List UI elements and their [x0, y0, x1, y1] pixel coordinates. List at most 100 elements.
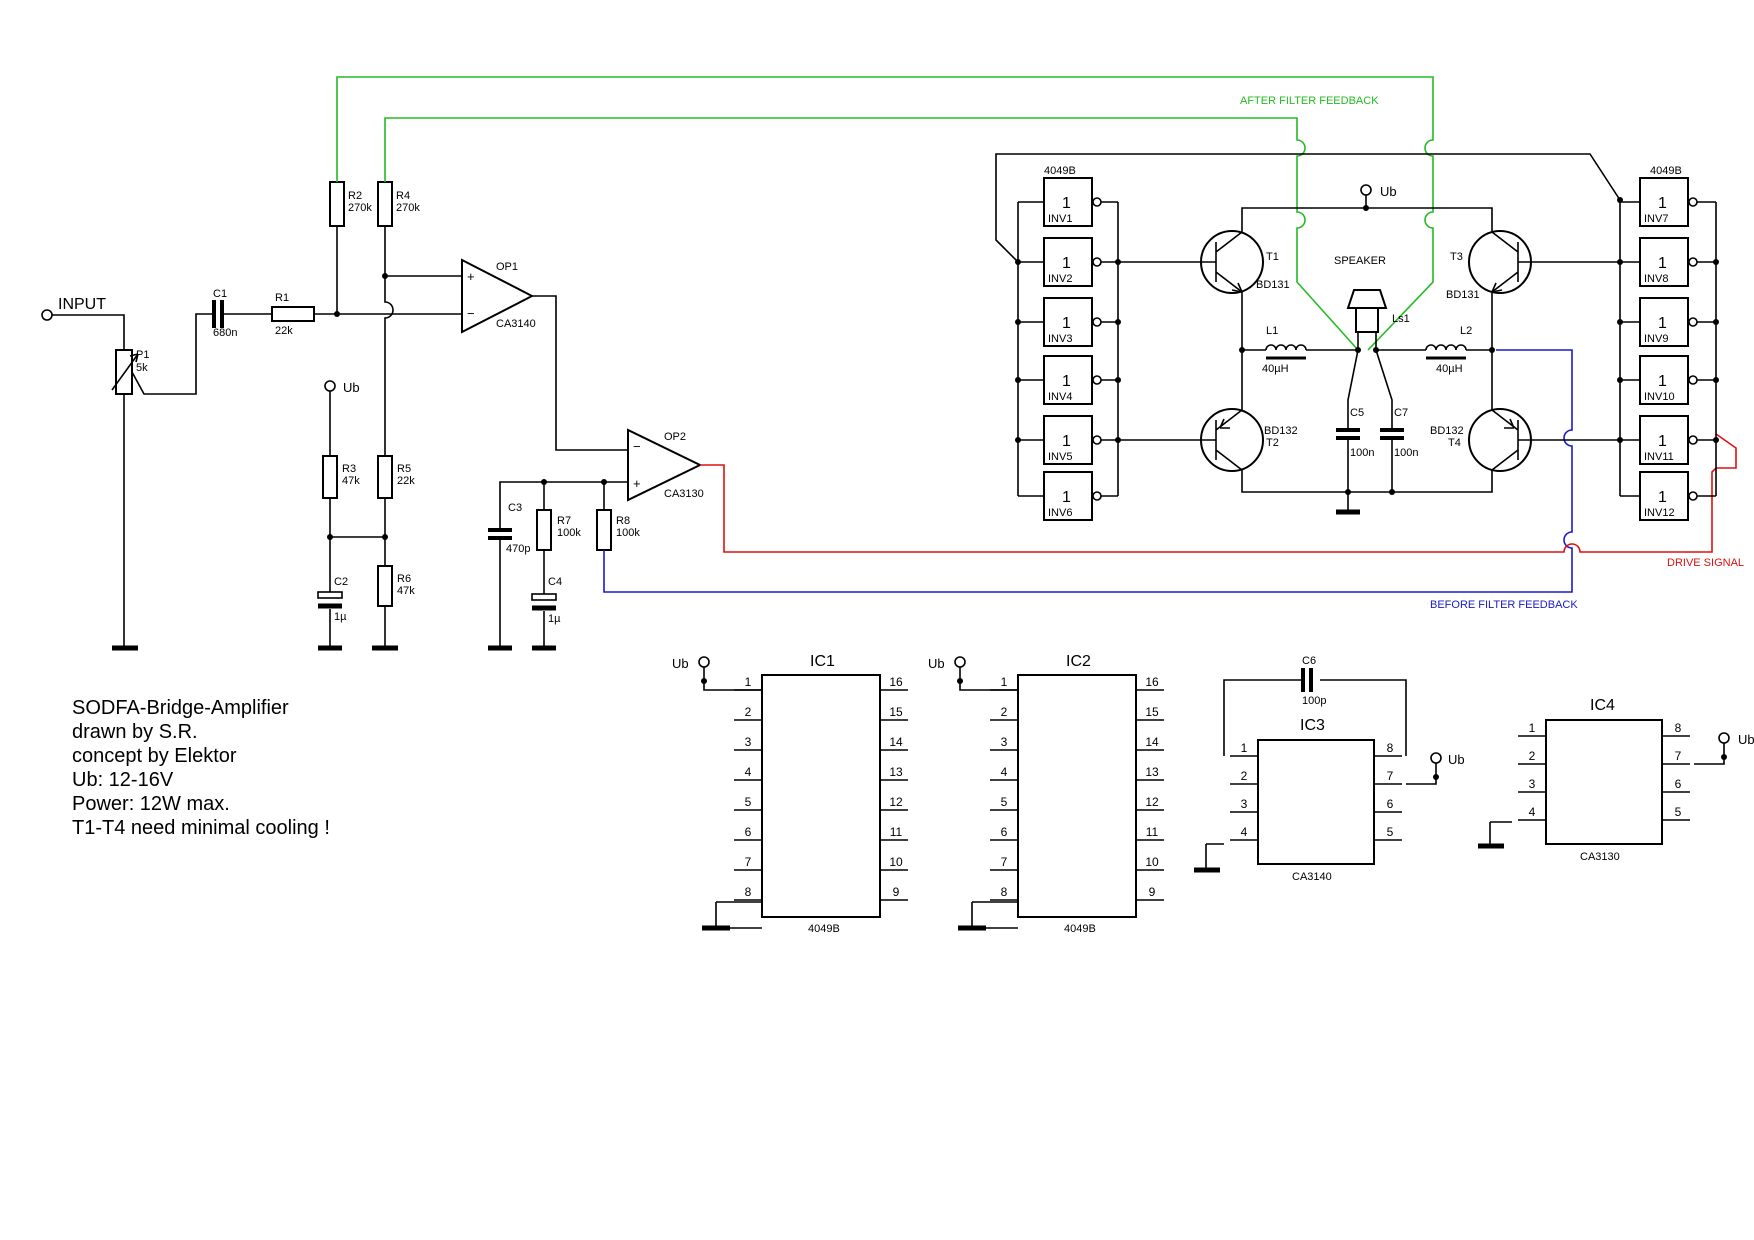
inverter-label: INV3	[1048, 333, 1072, 345]
svg-text:4049B: 4049B	[1650, 165, 1682, 177]
svg-text:−: −	[633, 439, 641, 454]
note-title: SODFA-Bridge-Amplifier	[72, 697, 289, 719]
ic-pin-number: 12	[889, 795, 903, 809]
signal-nets: AFTER FILTER FEEDBACK BEFORE FILTER FEED…	[336, 76, 1744, 611]
svg-text:Ub: Ub	[343, 380, 360, 395]
svg-text:OP2: OP2	[664, 431, 686, 443]
svg-text:BD131: BD131	[1446, 289, 1480, 301]
ic-pin-number: 5	[1675, 805, 1682, 819]
inverter-label: INV9	[1644, 333, 1668, 345]
ic-pin-number: 4	[1241, 825, 1248, 839]
ic-pin-number: 6	[1001, 825, 1008, 839]
before-filter-feedback-net	[603, 349, 1573, 593]
inverter-label: INV7	[1644, 213, 1668, 225]
ic-pin-number: 10	[1145, 855, 1159, 869]
svg-text:IC4: IC4	[1590, 697, 1615, 714]
inverter-label: INV12	[1644, 507, 1675, 519]
inverter-symbol: 1	[1062, 255, 1071, 272]
svg-text:100p: 100p	[1302, 695, 1326, 707]
svg-text:270k: 270k	[348, 202, 372, 214]
ic-pin-number: 11	[1146, 825, 1159, 839]
h-bridge: Ub T1 BD131 BD132 T2 T3 BD131 BD132 T4	[1194, 184, 1542, 515]
ic-pin-number: 8	[1675, 721, 1682, 735]
svg-text:47k: 47k	[397, 585, 415, 597]
ic-pinouts: IC1 4049B Ub IC2 4049B Ub IC3 CA3140	[672, 653, 1754, 935]
svg-text:IC3: IC3	[1300, 717, 1325, 734]
note-concept: concept by Elektor	[72, 745, 237, 767]
svg-text:IC1: IC1	[810, 653, 835, 670]
svg-text:+: +	[467, 269, 475, 284]
inverter-label: INV1	[1048, 213, 1072, 225]
ic-pin-number: 6	[1387, 797, 1394, 811]
note-supply: Ub: 12-16V	[72, 769, 174, 791]
ic-pin-number: 2	[1001, 705, 1008, 719]
speaker-label: SPEAKER	[1334, 255, 1386, 267]
svg-text:T1: T1	[1266, 251, 1279, 263]
inverter-symbol: 1	[1658, 373, 1667, 390]
svg-text:−: −	[467, 306, 475, 321]
ic-pin-number: 14	[889, 735, 903, 749]
inverter-symbol: 1	[1658, 255, 1667, 272]
note-power: Power: 12W max.	[72, 793, 230, 815]
ic-pin-number: 3	[1241, 797, 1248, 811]
svg-text:Ls1: Ls1	[1392, 313, 1410, 325]
inverter-label: INV5	[1048, 451, 1072, 463]
note-cooling: T1-T4 need minimal cooling !	[72, 817, 330, 839]
ic-pin-number: 11	[890, 825, 903, 839]
inverter-symbol: 1	[1062, 489, 1071, 506]
inverter-symbol: 1	[1062, 373, 1071, 390]
inverter-symbol: 1	[1658, 195, 1667, 212]
inverter-symbol: 1	[1658, 489, 1667, 506]
ic-pin-number: 14	[1145, 735, 1159, 749]
svg-text:270k: 270k	[396, 202, 420, 214]
svg-text:680n: 680n	[213, 327, 237, 339]
ic-pin-number: 1	[745, 675, 752, 689]
ic-pin-number: 4	[1529, 805, 1536, 819]
svg-text:R8: R8	[616, 515, 630, 527]
ic-pin-number: 7	[1387, 769, 1394, 783]
inverter-label: INV2	[1048, 273, 1072, 285]
before-filter-label: BEFORE FILTER FEEDBACK	[1430, 599, 1578, 611]
svg-text:P1: P1	[136, 349, 149, 361]
svg-text:4049B: 4049B	[808, 923, 840, 935]
svg-text:CA3130: CA3130	[664, 488, 704, 500]
inverter-symbol: 1	[1062, 433, 1071, 450]
svg-text:R6: R6	[397, 573, 411, 585]
note-drawn-by: drawn by S.R.	[72, 721, 198, 743]
svg-text:C1: C1	[213, 288, 227, 300]
svg-text:R2: R2	[348, 190, 362, 202]
input-terminal[interactable]	[41, 309, 53, 321]
ic-pin-number: 15	[889, 705, 903, 719]
ic-pin-number: 6	[745, 825, 752, 839]
ic-pin-number: 1	[1001, 675, 1008, 689]
ic-pin-number: 4	[745, 765, 752, 779]
ic-pin-number: 12	[1145, 795, 1159, 809]
ic-pin-number: 16	[889, 675, 903, 689]
ic-pin-number: 5	[1001, 795, 1008, 809]
ic1-pinout: IC1 4049B Ub	[672, 653, 881, 935]
svg-text:40µH: 40µH	[1262, 363, 1289, 375]
ic-pin-number: 9	[1149, 885, 1156, 899]
input-label: INPUT	[58, 296, 106, 313]
ic-pin-number: 2	[1529, 749, 1536, 763]
ic-pin-number: 3	[1529, 777, 1536, 791]
ic-pin-number: 1	[1529, 721, 1536, 735]
inverter-symbol: 1	[1658, 433, 1667, 450]
ic-pin-number: 7	[1001, 855, 1008, 869]
svg-text:R4: R4	[396, 190, 410, 202]
svg-text:BD132: BD132	[1264, 425, 1298, 437]
svg-text:R3: R3	[342, 463, 356, 475]
svg-text:100n: 100n	[1394, 447, 1418, 459]
ic-pin-number: 13	[889, 765, 903, 779]
